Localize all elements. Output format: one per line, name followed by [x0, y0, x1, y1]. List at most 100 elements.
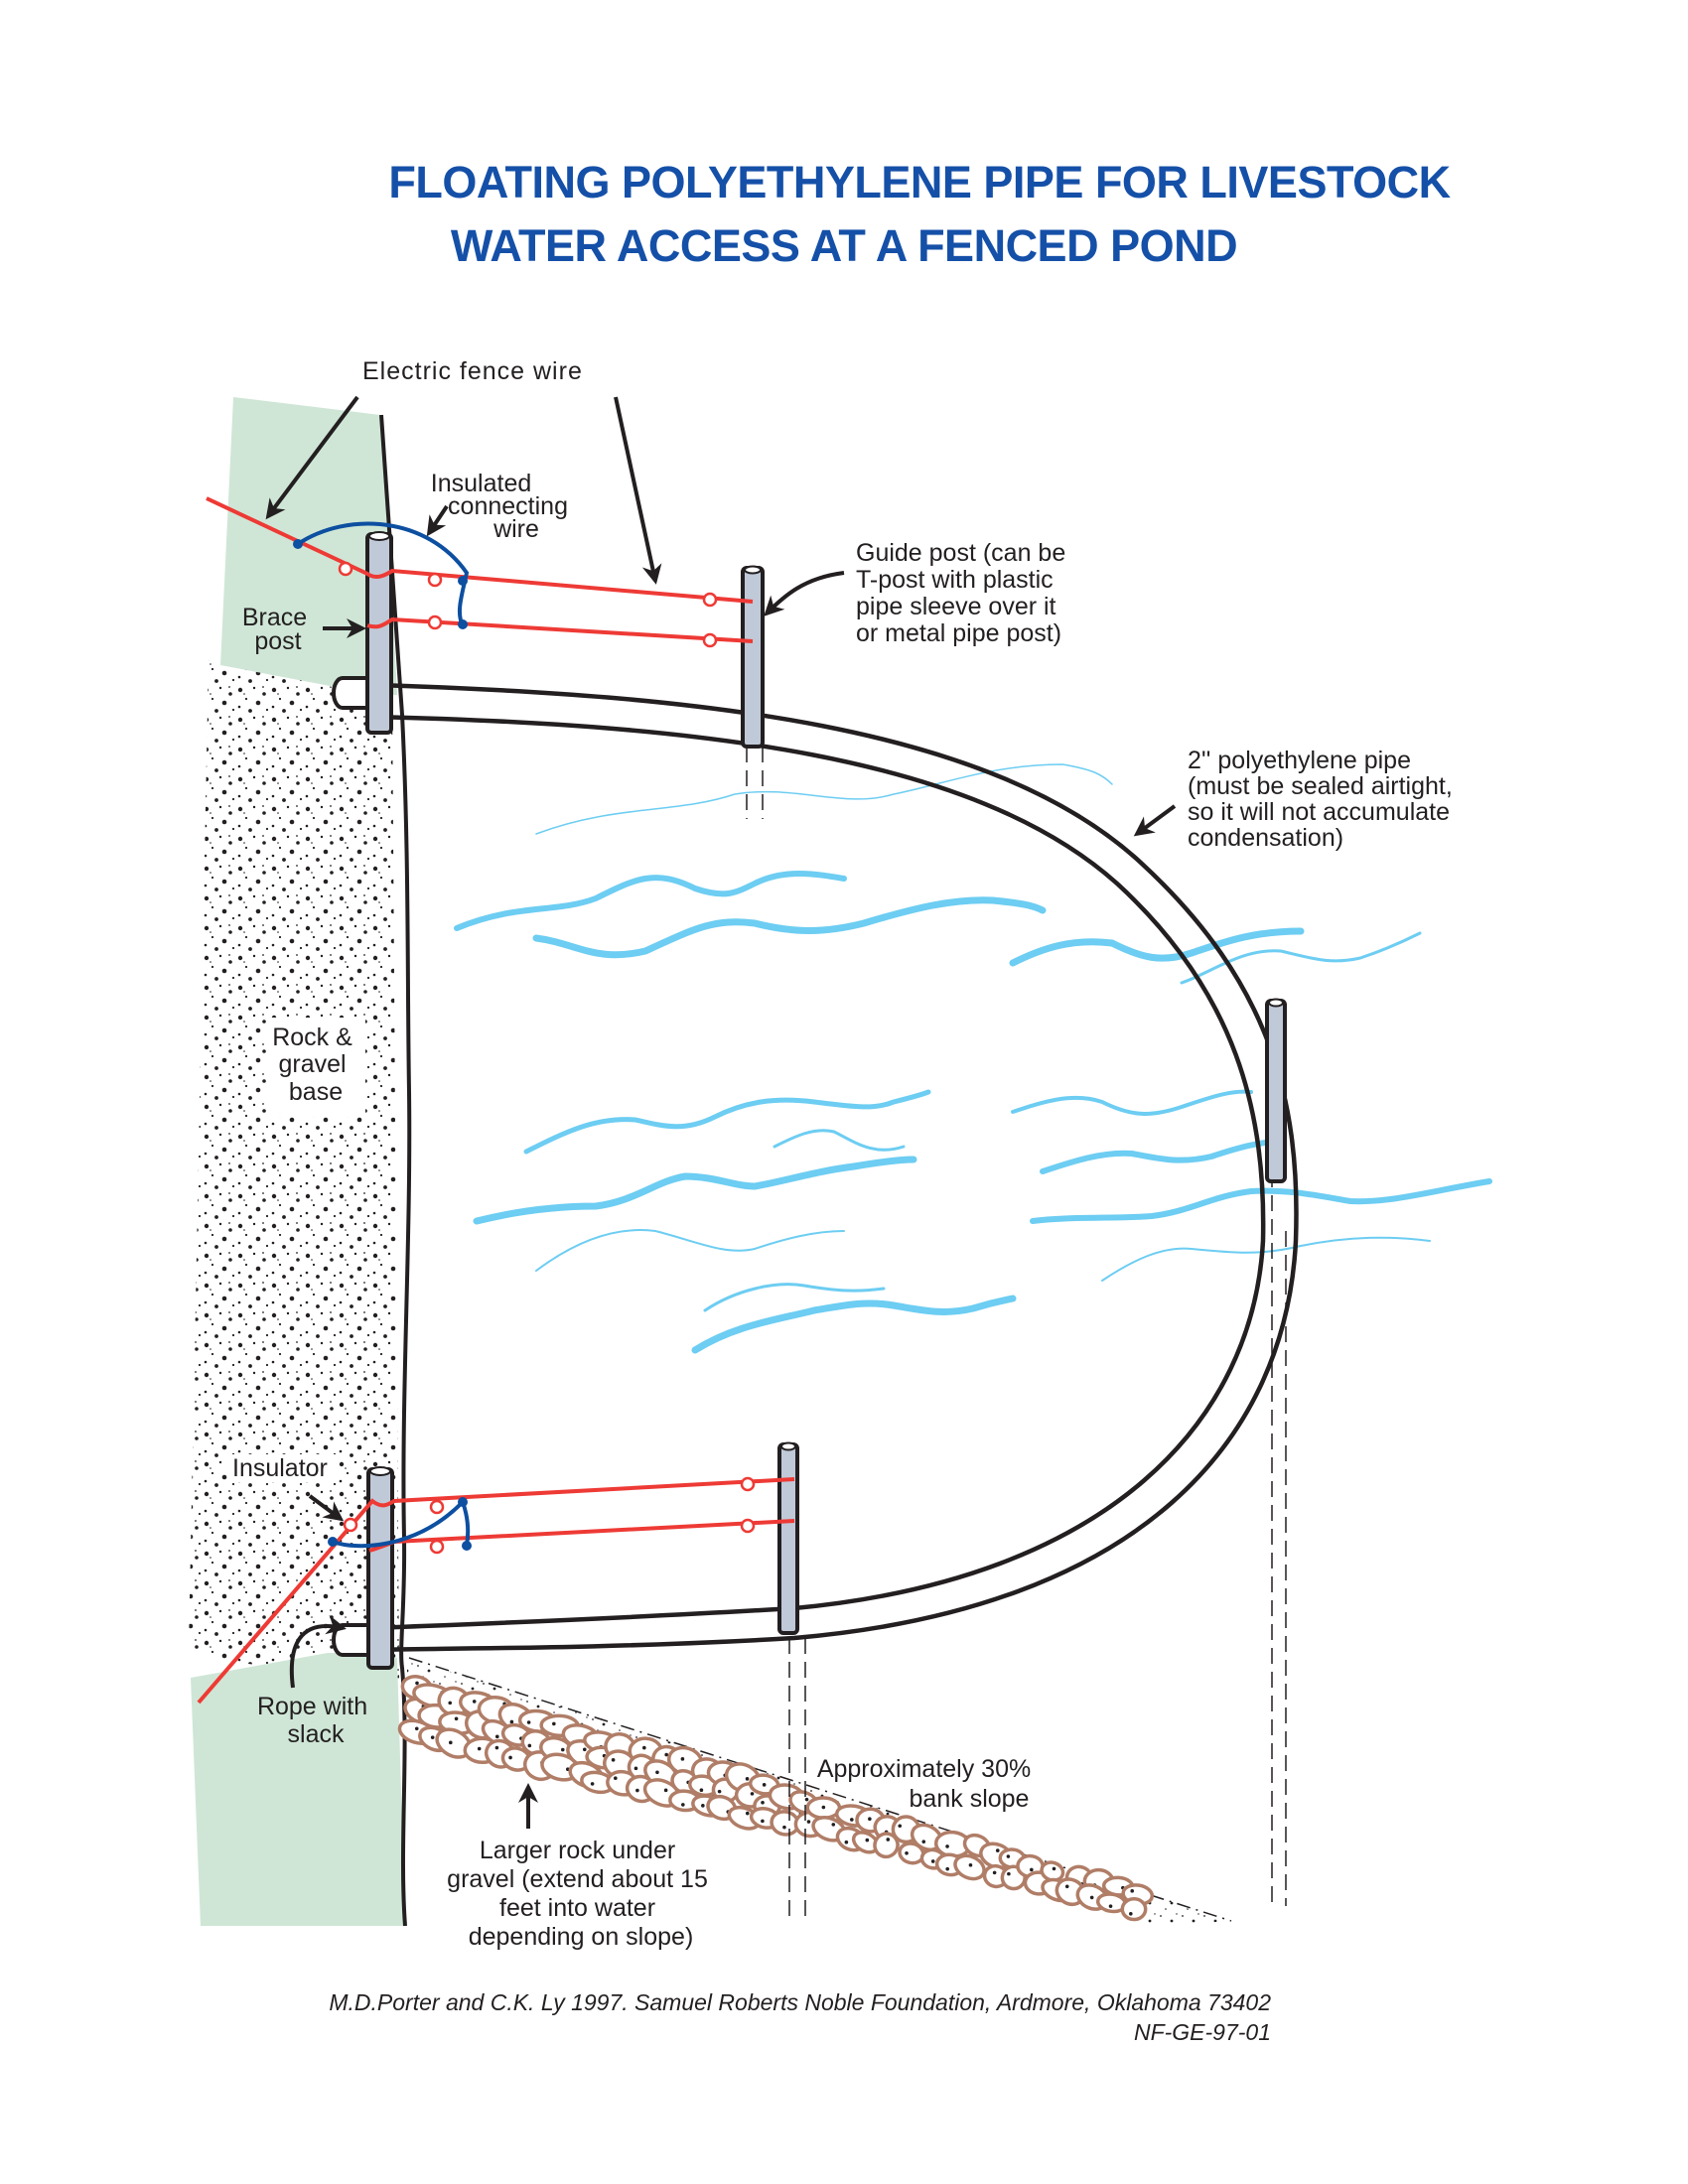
guide-post-right	[1265, 998, 1287, 1183]
wave-10	[535, 1229, 845, 1272]
rock-speck	[868, 1817, 872, 1822]
insulated-connecting-wire-top	[296, 521, 470, 624]
wire-connectors-bottom	[328, 1497, 472, 1551]
brace-post-bottom	[366, 1466, 394, 1670]
label-pipe: 2'' polyethylene pipe (must be sealed ai…	[1188, 747, 1460, 852]
wave-15	[1040, 1139, 1284, 1174]
rock-speck	[992, 1870, 997, 1875]
label-guide-post: Guide post (can be T-post with plastic p…	[856, 539, 1072, 647]
rock-speck	[1007, 1871, 1011, 1876]
rock-speck	[472, 1700, 477, 1704]
wave-9	[773, 1129, 906, 1152]
rock-speck	[850, 1818, 854, 1822]
rock-speck	[526, 1720, 531, 1724]
rock-speck	[655, 1770, 659, 1775]
rock-speck	[886, 1838, 891, 1842]
wave-1	[535, 763, 1113, 835]
rock-speck	[898, 1824, 903, 1829]
slope-line	[408, 1657, 1232, 1922]
rock-speck	[477, 1746, 482, 1751]
arrow-pipe	[1133, 804, 1177, 837]
rock-speck	[1089, 1895, 1094, 1900]
rock-speck	[804, 1797, 809, 1802]
rock-speck	[635, 1788, 639, 1793]
wave-13	[691, 1295, 1017, 1354]
rock-speck	[680, 1757, 685, 1761]
insulated-connecting-wire-bottom	[332, 1498, 471, 1549]
label-insulator: Insulator	[232, 1454, 328, 1482]
label-rock-gravel-bg	[266, 1018, 365, 1117]
rock-speck	[454, 1716, 459, 1721]
rock-speck	[633, 1766, 638, 1771]
rock	[1120, 1896, 1148, 1922]
rock-speck	[930, 1859, 935, 1863]
wave-8	[473, 1156, 917, 1225]
brace-post-top	[365, 531, 393, 735]
rock-speck	[905, 1850, 909, 1855]
wave-14	[703, 1283, 886, 1312]
annotation-arrows	[265, 395, 1177, 1829]
wave-5	[1180, 931, 1422, 985]
rock-speck	[494, 1734, 499, 1739]
label-insulated-connecting-wire: Insulated connecting wire	[431, 470, 575, 543]
rock-speck	[806, 1820, 811, 1824]
rock-speck	[945, 1866, 950, 1871]
polyethylene-pipe	[374, 682, 1299, 1653]
rock-speck	[844, 1840, 849, 1844]
label-larger-rock: Larger rock under gravel (extend about 1…	[447, 1837, 715, 1951]
rock	[873, 1832, 900, 1859]
rock-speck	[782, 1825, 786, 1830]
guide-post-top	[741, 565, 765, 749]
title-line-1: FLOATING POLYETHYLENE PIPE FOR LIVESTOCK	[388, 157, 1451, 207]
rock-speck	[762, 1783, 767, 1787]
rock-speck	[448, 1701, 453, 1706]
rock-speck	[701, 1804, 705, 1808]
rock-speck	[761, 1819, 765, 1824]
rock-speck	[1064, 1884, 1069, 1889]
arrow-rope	[289, 1614, 347, 1689]
rock-speck	[582, 1747, 587, 1752]
rock-speck	[590, 1782, 595, 1786]
rock-speck	[527, 1743, 532, 1748]
arrow-fence-wire-right	[614, 396, 662, 585]
larger-rock-layer	[397, 1675, 1155, 1922]
rock-speck	[614, 1776, 618, 1781]
post-depth-lines	[746, 747, 1287, 1921]
water-waves	[454, 763, 1492, 1354]
wave-6	[523, 1089, 931, 1155]
rock-speck	[968, 1862, 973, 1867]
rock-speck	[642, 1745, 646, 1750]
rock-speck	[1030, 1867, 1034, 1872]
label-rope-with-slack: Rope with slack	[257, 1693, 374, 1748]
document-id: NF-GE-97-01	[1134, 2019, 1271, 2045]
electric-fence-wire-top	[206, 496, 754, 643]
rock-speck	[664, 1752, 668, 1757]
rock-speck	[560, 1747, 565, 1752]
label-brace-post: Brace post	[242, 604, 314, 655]
insulators-top	[338, 561, 718, 648]
label-insulator-bg	[228, 1454, 338, 1482]
rock-speck	[415, 1681, 419, 1686]
rock-speck	[1129, 1911, 1133, 1916]
rock-speck	[865, 1838, 870, 1843]
rock-speck	[831, 1823, 836, 1827]
rock-speck	[414, 1726, 419, 1731]
rock-gravel-base-area	[189, 660, 399, 1683]
rock-speck	[699, 1788, 704, 1793]
title-line-2: WATER ACCESS AT A FENCED POND	[450, 220, 1238, 271]
guide-post-bottom	[777, 1441, 799, 1635]
label-rock-gravel-base: Rock & gravel base	[272, 1024, 359, 1106]
insulators-bottom	[343, 1476, 756, 1555]
rock-speck	[1006, 1854, 1011, 1858]
rock-speck	[448, 1740, 453, 1745]
wave-11	[1030, 1178, 1492, 1224]
rock-speck	[745, 1811, 750, 1816]
credit-line: M.D.Porter and C.K. Ly 1997. Samuel Robe…	[329, 1989, 1271, 2015]
label-bank-slope: Approximately 30% bank slope	[817, 1755, 1038, 1813]
rock-speck	[663, 1788, 668, 1793]
rock-speck	[761, 1800, 765, 1805]
rock-speck	[945, 1844, 949, 1848]
rock-speck	[611, 1758, 616, 1762]
wave-4	[1009, 927, 1305, 967]
